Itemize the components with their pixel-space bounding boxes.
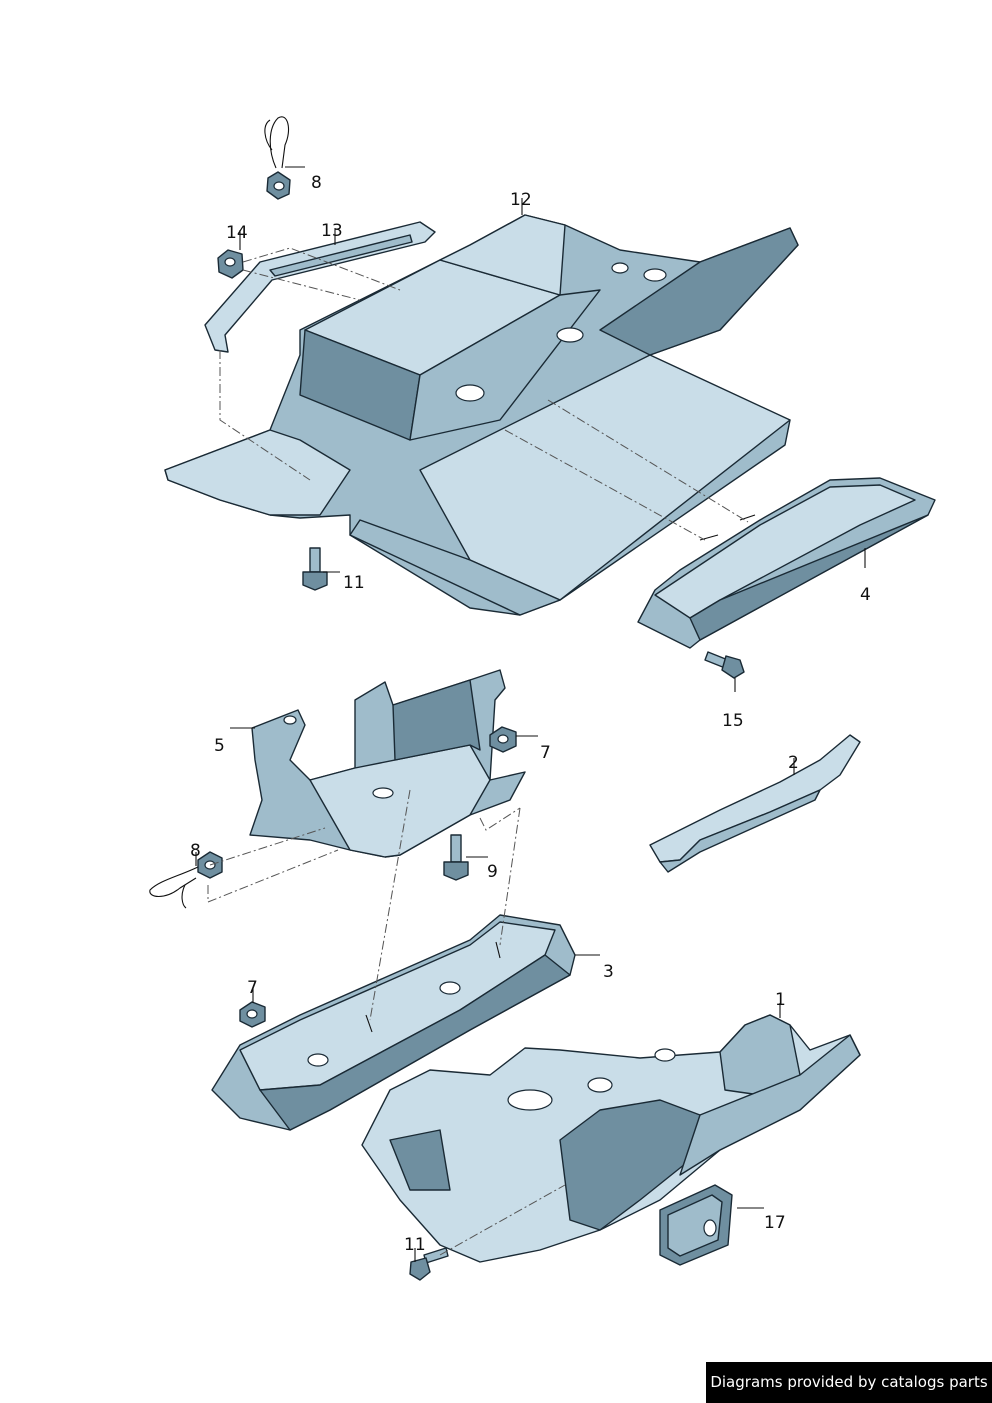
part-8-ground-wire-top bbox=[264, 116, 291, 200]
callout-4: 4 bbox=[860, 585, 871, 605]
callout-11-top: 11 bbox=[343, 573, 365, 593]
callout-2: 2 bbox=[788, 753, 799, 773]
callout-9: 9 bbox=[487, 862, 498, 882]
credit-banner: Diagrams provided by catalogs parts bbox=[706, 1362, 992, 1403]
callout-7-low: 7 bbox=[247, 978, 258, 998]
part-7-nut-mid bbox=[489, 726, 517, 753]
part-17-switch bbox=[659, 1184, 733, 1266]
callout-15: 15 bbox=[722, 711, 744, 731]
part-7-nut-low bbox=[239, 1001, 266, 1028]
assembly-lines bbox=[207, 247, 749, 1256]
part-11-bolt-top bbox=[302, 547, 328, 591]
callout-11-low: 11 bbox=[404, 1235, 426, 1255]
callout-13: 13 bbox=[321, 221, 343, 241]
part-14-nut bbox=[217, 249, 244, 279]
part-9-bolt bbox=[443, 834, 469, 881]
part-5-mounting-bracket bbox=[249, 669, 526, 858]
callout-14: 14 bbox=[226, 223, 248, 243]
part-2-trim bbox=[649, 734, 861, 873]
callout-17: 17 bbox=[764, 1213, 786, 1233]
callout-12: 12 bbox=[510, 190, 532, 210]
part-11-bolt-low bbox=[409, 1247, 449, 1281]
part-3-cover bbox=[211, 914, 576, 1131]
callout-8-top: 8 bbox=[311, 173, 322, 193]
callout-3: 3 bbox=[603, 962, 614, 982]
part-12-glove-box-housing bbox=[164, 214, 799, 616]
part-13-trim-strip bbox=[204, 221, 436, 353]
part-15-bolt bbox=[704, 651, 745, 679]
callout-labels: 8 14 13 12 11 4 15 5 7 2 8 9 3 7 1 17 11 bbox=[190, 173, 871, 1255]
callout-8-mid: 8 bbox=[190, 841, 201, 861]
leader-lines bbox=[195, 166, 866, 1262]
callout-5: 5 bbox=[214, 736, 225, 756]
callout-7-mid: 7 bbox=[540, 743, 551, 763]
part-4-bracket bbox=[637, 477, 936, 649]
part-1-lower-trim-panel bbox=[361, 1014, 861, 1263]
callout-1: 1 bbox=[775, 990, 786, 1010]
part-8-ground-wire-mid bbox=[149, 851, 223, 909]
